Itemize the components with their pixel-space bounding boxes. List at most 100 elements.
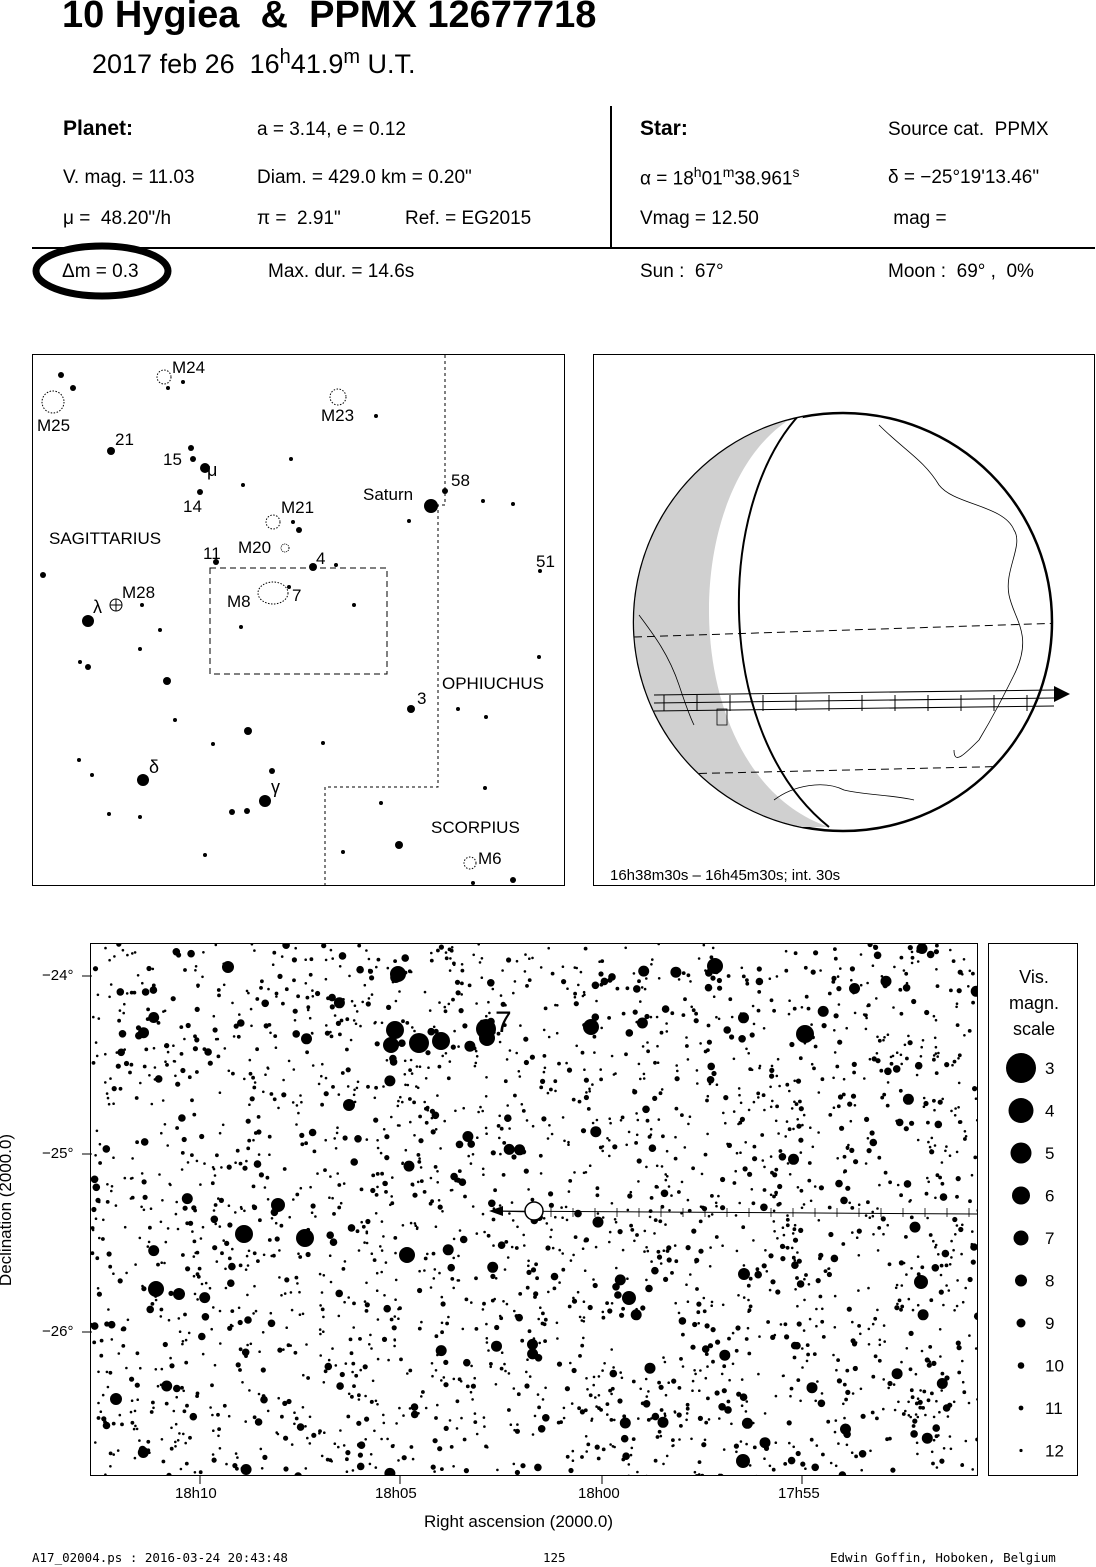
field-star [967,1029,972,1033]
field-star [608,1230,612,1234]
field-star [742,1296,746,1299]
field-star [450,1044,456,1050]
field-star [728,997,733,1002]
field-star [962,1390,967,1395]
field-star [583,1269,587,1272]
field-star [227,1204,231,1207]
field-star [676,1412,682,1418]
field-star [768,1464,772,1468]
field-star [706,1094,710,1098]
field-star [441,1054,445,1058]
field-star [696,1310,701,1315]
field-star [217,1434,220,1438]
field-star [284,987,289,992]
bright-star [736,1454,750,1468]
field-star [521,1109,526,1113]
field-star [869,1130,875,1136]
field-star [393,1315,397,1318]
field-star [765,1270,769,1273]
field-star [455,1399,460,1404]
field-star [180,1385,184,1390]
field-star [694,1372,697,1376]
field-star [447,1002,451,1006]
field-star [374,1085,378,1090]
field-star [461,1327,465,1331]
field-star [346,1085,350,1088]
field-star [282,1167,287,1171]
field-star [166,1144,169,1147]
field-star [887,1386,890,1390]
field-star [867,944,873,948]
field-star [475,1055,479,1058]
field-star [272,950,277,955]
field-star [481,1109,485,1113]
field-star [772,1209,776,1213]
field-star [325,1024,328,1027]
field-star [527,1259,530,1263]
field-star [489,1365,493,1369]
field-star [573,1001,579,1007]
field-star [677,1190,681,1194]
field-star [117,1352,121,1355]
field-star [496,1031,501,1036]
field-star [397,1099,400,1103]
field-star [850,1338,856,1344]
moon-elongation: Moon : 69° , 0% [888,261,1034,282]
field-star [455,1427,459,1430]
field-star [588,1087,591,1091]
field-star [921,1039,925,1042]
field-star [503,1362,506,1366]
label-21: 21 [115,430,134,449]
field-star [398,1039,406,1047]
field-star [181,1340,185,1343]
field-star [191,1230,194,1233]
field-star [188,1435,192,1440]
field-star [612,1144,618,1150]
field-star [341,1267,346,1271]
field-star [324,958,328,962]
field-star [961,1223,964,1227]
field-star [140,1138,149,1146]
field-star [352,1301,356,1306]
field-star [463,1194,467,1199]
field-star [910,961,914,965]
field-star [948,1435,952,1438]
field-star [394,1278,398,1282]
field-star [738,1035,746,1043]
field-star [887,1262,892,1267]
field-star [590,1417,594,1421]
field-star [646,1418,651,1422]
field-star [95,1129,99,1133]
field-star [436,1094,439,1097]
field-star [485,1132,488,1135]
field-star [146,1448,151,1453]
field-star [410,1072,414,1075]
field-star [609,1418,614,1422]
field-star [938,1175,942,1180]
finder-label-7: 7 [495,1006,512,1039]
field-star [774,1394,778,1398]
field-star [876,1207,879,1210]
field-star [393,1236,398,1240]
field-star [621,1457,626,1462]
field-star [440,1379,443,1382]
field-star [245,1254,249,1258]
field-star [450,1172,458,1181]
field-star [645,977,648,980]
field-star [972,1086,977,1092]
field-star [424,1077,428,1080]
field-star [949,1447,953,1451]
field-star [807,1161,812,1165]
field-star [942,1404,951,1412]
field-star [755,977,764,986]
map-star [424,499,438,513]
field-star [632,1089,638,1095]
field-star [764,1249,767,1252]
field-star [430,1362,434,1365]
field-star [345,1470,349,1473]
field-star [169,1363,175,1369]
field-star [359,1368,363,1372]
field-star [130,1420,135,1425]
field-star [105,1370,109,1374]
field-star [837,1094,844,1100]
